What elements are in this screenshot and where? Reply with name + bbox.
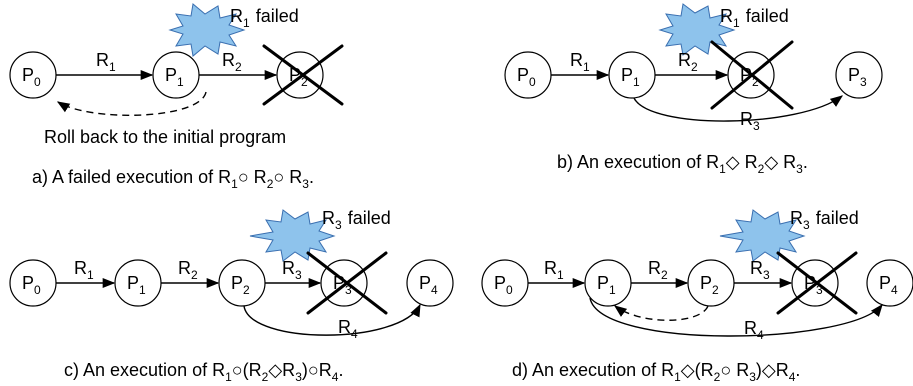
edge-r4-label: R4 <box>338 317 358 341</box>
failure-cross <box>262 44 344 106</box>
edge-r2-label: R2 <box>648 258 668 282</box>
failure-burst <box>719 209 806 262</box>
node-p2-label: P2 <box>231 273 250 297</box>
edge-r3 <box>633 95 844 122</box>
failure-cross <box>710 40 794 110</box>
failure-burst <box>168 3 246 57</box>
edge-r2-label: R2 <box>678 50 698 74</box>
node-p0-label: P0 <box>22 273 41 297</box>
caption-b: b) An execution of R1◇ R2◇ R3. <box>557 152 808 176</box>
caption-a: a) A failed execution of R1○ R2○ R3. <box>32 167 314 191</box>
node-p4 <box>406 259 454 307</box>
node-p0-label: P0 <box>494 273 513 297</box>
node-p4-label: P4 <box>879 273 898 297</box>
rollback-arrow <box>613 305 709 321</box>
node-p4-label: P4 <box>419 273 438 297</box>
failure-burst <box>658 3 736 56</box>
node-p2-label: P2 <box>700 273 719 297</box>
edge-r3-label: R3 <box>282 258 302 282</box>
failure-cross <box>306 251 388 315</box>
edge-r3-label: R3 <box>750 258 770 282</box>
edge-r4 <box>243 303 421 336</box>
failure-cross <box>776 251 858 315</box>
node-p2-label: P2 <box>740 65 759 89</box>
node-p1-label: P1 <box>165 65 184 89</box>
edge-r4 <box>589 297 883 337</box>
node-p3-label: P3 <box>804 273 823 297</box>
node-p0-label: P0 <box>22 65 41 89</box>
edge-r2-label: R2 <box>222 50 242 74</box>
edge-r1-label: R1 <box>570 50 590 74</box>
node-p1-label: P1 <box>127 273 146 297</box>
edge-r3-label: R3 <box>740 109 760 133</box>
caption-d: d) An execution of R1◇(R2○ R3)◇R4. <box>512 360 800 384</box>
edge-r4-label: R4 <box>744 318 764 342</box>
edge-r2-label: R2 <box>178 258 198 282</box>
node-p1-label: P1 <box>621 65 640 89</box>
caption-c: c) An execution of R1○(R2◇R3)○R4. <box>64 360 343 384</box>
node-p1-label: P1 <box>597 273 616 297</box>
edge-r1-label: R1 <box>74 258 94 282</box>
node-p0-label: P0 <box>517 65 536 89</box>
node-p3-label: P3 <box>848 65 867 89</box>
edge-r1-label: R1 <box>544 258 564 282</box>
failure-burst <box>249 209 336 262</box>
edge-r1-label: R1 <box>96 50 116 74</box>
node-p4 <box>866 259 913 307</box>
rollback-label: Roll back to the initial program <box>44 127 286 147</box>
node-p3 <box>835 51 883 99</box>
